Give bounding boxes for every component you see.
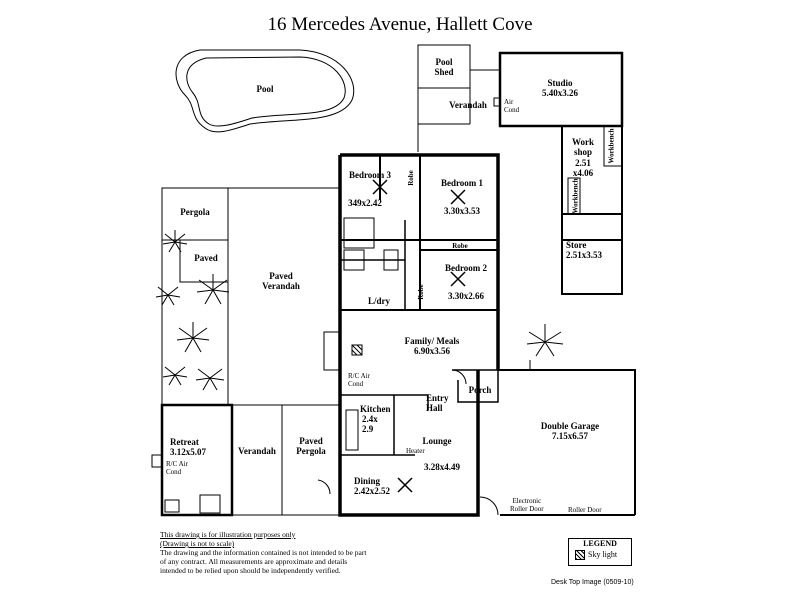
robe-b3-label: Robe	[406, 170, 415, 186]
retreat-air-cond-label: R/C Air Cond	[166, 460, 188, 476]
verandah-top-label: Verandah	[449, 100, 487, 110]
garage-dim: 7.15x6.57	[552, 431, 588, 441]
legend-box: LEGEND Sky light	[568, 538, 632, 566]
disclaimer-line2: (Drawing is not to scale)	[160, 539, 235, 548]
workbench-label-2: Workbench	[571, 178, 580, 214]
paved-pergola-label: Paved Pergola	[296, 436, 326, 456]
roller-door-label: Roller Door	[568, 506, 602, 514]
disclaimer-note: This drawing is for illustration purpose…	[160, 530, 370, 575]
garage-outline	[498, 369, 636, 516]
porch-label: Porch	[468, 385, 492, 395]
rc-air-cond-label: R/C Air Cond	[348, 372, 370, 388]
bedroom2-label: Bedroom 2	[444, 263, 488, 273]
skylight-icon	[575, 550, 585, 561]
store-label: Store	[566, 240, 587, 250]
dining-label: Dining	[354, 476, 381, 486]
store-dim: 2.51x3.53	[566, 250, 602, 260]
legend-skylight-label: Sky light	[588, 550, 618, 559]
disclaimer-line1: This drawing is for illustration purpose…	[160, 530, 296, 539]
legend-heading: LEGEND	[583, 539, 617, 548]
paved-verandah-label: Paved Verandah	[262, 271, 300, 291]
store-outline	[561, 213, 623, 295]
bedroom3-label: Bedroom 3	[348, 170, 392, 180]
workshop-label: Work shop	[571, 137, 594, 157]
family-dim: 6.90x3.56	[414, 346, 450, 356]
pool-outline	[175, 49, 355, 133]
pool-shed-outline	[417, 44, 471, 89]
pool-shed-label: Pool Shed	[434, 57, 454, 77]
electronic-roller-door-label: Electronic Roller Door	[510, 497, 544, 513]
kitchen-label: Kitchen	[360, 404, 391, 414]
disclaimer-body: The drawing and the information containe…	[160, 548, 367, 575]
studio-dim: 5.40x3.26	[542, 88, 578, 98]
bedroom2-dim: 3.30x2.66	[448, 291, 484, 301]
dining-dim: 2.42x2.52	[354, 486, 390, 496]
family-label: Family/ Meals	[404, 336, 460, 346]
ldry-label: L/dry	[367, 296, 390, 306]
plan-title: 16 Mercedes Avenue, Hallett Cove	[267, 14, 533, 35]
kitchen-dim: 2.4x 2.9	[362, 414, 378, 434]
bedroom1-label: Bedroom 1	[440, 178, 484, 188]
robe-b2-label: Robe	[416, 284, 425, 300]
robe-b1-label: Robe	[452, 242, 468, 250]
retreat-dim: 3.12x5.07	[170, 447, 206, 457]
bedroom3-dim: 349x2.42	[348, 198, 382, 208]
lounge-label: Lounge	[422, 436, 452, 446]
footer-reference: Desk Top Image (0509-10)	[551, 579, 634, 586]
paved-label: Paved	[194, 253, 218, 263]
heater-label: Heater	[406, 447, 425, 455]
double-garage-label: Double Garage	[540, 421, 600, 431]
entry-hall-label: Entry Hall	[426, 393, 449, 413]
studio-label: Studio	[547, 78, 573, 88]
plants	[155, 230, 564, 391]
retreat-label: Retreat	[170, 437, 199, 447]
workbench-label-1: Workbench	[607, 128, 616, 164]
workshop-dim: 2.51 x4.06	[572, 158, 594, 178]
pool-label: Pool	[256, 84, 274, 94]
verandah-bottom-label: Verandah	[238, 446, 276, 456]
lounge-dim: 3.28x4.49	[424, 462, 460, 472]
pergola-label: Pergola	[180, 207, 210, 217]
bedroom1-dim: 3.30x3.53	[444, 206, 480, 216]
studio-air-cond-label: Air Cond	[504, 98, 520, 114]
